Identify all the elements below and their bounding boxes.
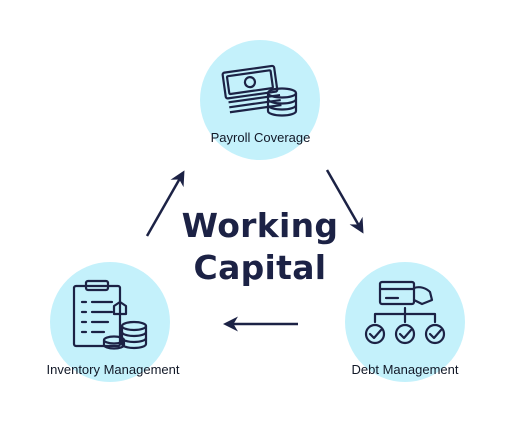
node-label: Debt Management (351, 362, 459, 377)
node-label: Payroll Coverage (210, 130, 311, 145)
card-hierarchy-checks-icon (364, 280, 446, 345)
title-line-1: Working (181, 206, 339, 245)
cash-coins-icon (221, 64, 298, 117)
node-circle (200, 40, 320, 160)
title-line-2: Capital (193, 248, 327, 287)
node-circle (50, 262, 170, 382)
clipboard-coins-icon (72, 279, 148, 350)
arrow-inventory-to-payroll (145, 170, 185, 237)
diagram-title: Working Capital (170, 205, 350, 289)
arrow-payroll-to-debt (325, 169, 364, 234)
node-label: Inventory Management (46, 362, 180, 377)
